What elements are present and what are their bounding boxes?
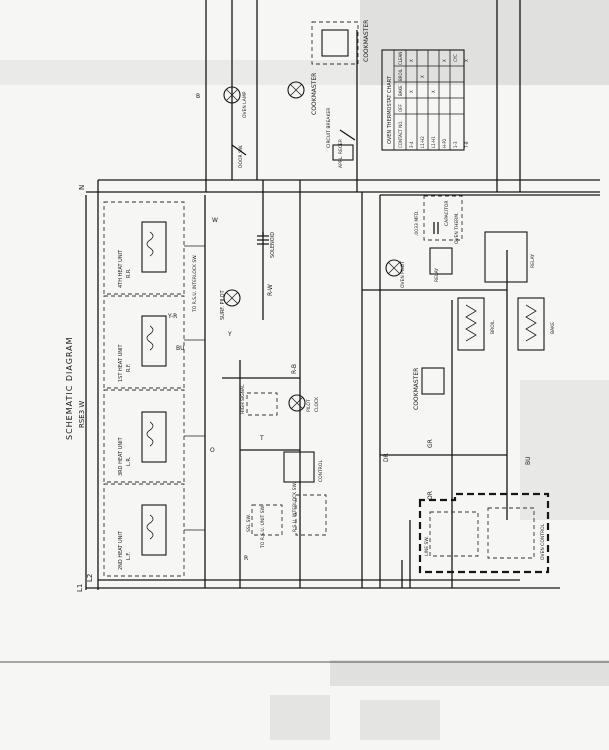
cookmaster-lower-label: COOKMASTER [413, 368, 420, 410]
pilot-label: PILOT [306, 399, 312, 412]
heat-unit-labels: 2ND HEAT UNIT L.F. 3RD HEAT UNIT L.R. 1S… [118, 249, 132, 570]
capacitor-label: CAPACITOR [444, 200, 450, 226]
relay-label-1: RELAY [434, 268, 440, 282]
cookmaster-mid-label: COOKMASTER [311, 73, 318, 115]
heat-unit-2-label: 2ND HEAT UNIT [118, 530, 124, 570]
chart-cell-r5-c4: X [464, 59, 469, 62]
relay-label-2: RELAY [530, 254, 536, 268]
diagram-title: SCHEMATIC DIAGRAM [65, 336, 74, 440]
chart-header-off: OFF [398, 104, 403, 112]
chart-cell-r0-c0: 3-4 [409, 141, 414, 148]
terminal-l1: L1 [76, 584, 84, 592]
chart-cell-r2-c0: L1-H1 [431, 136, 436, 148]
chart-header-broil: BROIL [398, 68, 403, 81]
wire-code-bu2: BU [525, 456, 532, 465]
wire-code-yr: Y-R [167, 313, 177, 320]
wire-code-or: OR [427, 491, 434, 500]
heat-unit-4-sub: R.R. [126, 268, 132, 278]
heat-unit-1-label: 1ST HEAT UNIT [118, 344, 124, 382]
diagram-model: RSE3 W [78, 401, 86, 428]
chart-cell-r1-c3: X [420, 75, 425, 78]
chart-cell-r4-c4: CYC [453, 54, 458, 62]
oven-components [362, 195, 545, 456]
wire-code-r: R [244, 555, 248, 562]
wire-code-y: Y [227, 331, 232, 338]
bus-lines [85, 0, 521, 590]
high-signal-label: HIGH SIGNAL [240, 384, 246, 414]
wire-code-gr: GR [427, 439, 434, 448]
oven-control-label: OVEN CONTROL [540, 523, 546, 560]
line-sw-label: LINE SW. [424, 536, 430, 556]
wire-code-labels: W B R Y O T R-W BU DR OR GR Y-R BU R-B [167, 93, 532, 562]
chart-cell-r0-c4: X [409, 59, 414, 62]
cookmaster-top-label: COOKMASTER [363, 20, 370, 62]
component-labels: SURF. PILOT SOLENOID TO R.S.U. INTERLOCK… [192, 20, 556, 560]
circuit-breaker-label: CIRCUIT BREAKER [326, 108, 332, 148]
chart-header-clean: CLEAN [398, 52, 403, 65]
line-switch-area [401, 492, 550, 588]
heat-unit-4-label: 4TH HEAT UNIT [118, 249, 124, 288]
chart-cell-r5-c0: 7-8 [464, 141, 469, 148]
heat-unit-3-label: 3RD HEAT UNIT [118, 436, 124, 476]
rails [86, 179, 600, 589]
chart-cell-r3-c4: X [442, 59, 447, 62]
interlock-label: R.S.U. INTERLOCK SW. [292, 482, 298, 532]
wire-code-bu: BU [176, 345, 185, 352]
oven-thermostat-chart: OVEN THERMOSTAT CHART CONTACT NO. OFF BA… [381, 49, 469, 151]
terminal-labels: L1 L2 N [76, 185, 94, 592]
chart-cell-r1-c0: L1-H2 [420, 136, 425, 148]
oven-lamp-label: OVEN LAMP [242, 91, 248, 118]
broil-label: BROIL [490, 320, 496, 334]
heat-unit-1-sub: R.F. [126, 363, 132, 372]
appl-recep-label: APPL. RECEP. [338, 139, 344, 168]
door-sw-label: DOOR SW. [238, 145, 244, 168]
terminal-n: N [78, 185, 86, 190]
oven-therm-label: OVEN THERM. [454, 212, 460, 244]
chart-header-contact: CONTACT NO. [398, 121, 403, 149]
wire-code-dr: DR [383, 453, 390, 462]
wire-code-rw: R-W [267, 284, 274, 296]
heat-units [103, 201, 205, 577]
chart-cell-r3-c0: H-P2 [442, 138, 447, 148]
chart-title: OVEN THERMOSTAT CHART [387, 75, 393, 144]
unit-sw-label: TO R.S.U. UNIT SW. [260, 505, 266, 549]
control-label: CONTROL [318, 460, 324, 482]
wire-code-b: B [196, 93, 200, 100]
wire-code-rb: R-B [291, 364, 298, 374]
diagram-title-group: SCHEMATIC DIAGRAM RSE3 W [65, 336, 86, 440]
oven-pilot-label: OVEN PILOT [400, 261, 406, 288]
solenoid-label: SOLENOID [270, 232, 276, 258]
bake-label: BAKE [550, 322, 556, 334]
capacitor-value-label: .0033 MFD. [414, 210, 420, 236]
chart-cell-r2-c2: X [431, 90, 436, 93]
top-right-components [223, 21, 359, 161]
wire-code-t: T [259, 435, 264, 442]
chart-header-bake: BAKE [398, 85, 403, 96]
chart-cell-r0-c2: X [409, 90, 414, 93]
clock-label: CLOCK [314, 396, 320, 412]
ssl-sw-label: SSL SW. [246, 514, 252, 532]
heat-unit-3-sub: L.R. [126, 456, 132, 466]
interlock-sw-label: TO R.S.U. INTERLOCK SW. [192, 254, 198, 313]
wire-code-o: O [210, 447, 215, 454]
center-components [222, 232, 327, 536]
wire-code-w: W [212, 217, 218, 224]
surf-pilot-label: SURF. PILOT [220, 289, 226, 320]
terminal-l2: L2 [86, 574, 94, 582]
chart-cell-r4-c0: 1-3 [453, 141, 458, 148]
heat-unit-2-sub: L.F. [126, 552, 132, 560]
